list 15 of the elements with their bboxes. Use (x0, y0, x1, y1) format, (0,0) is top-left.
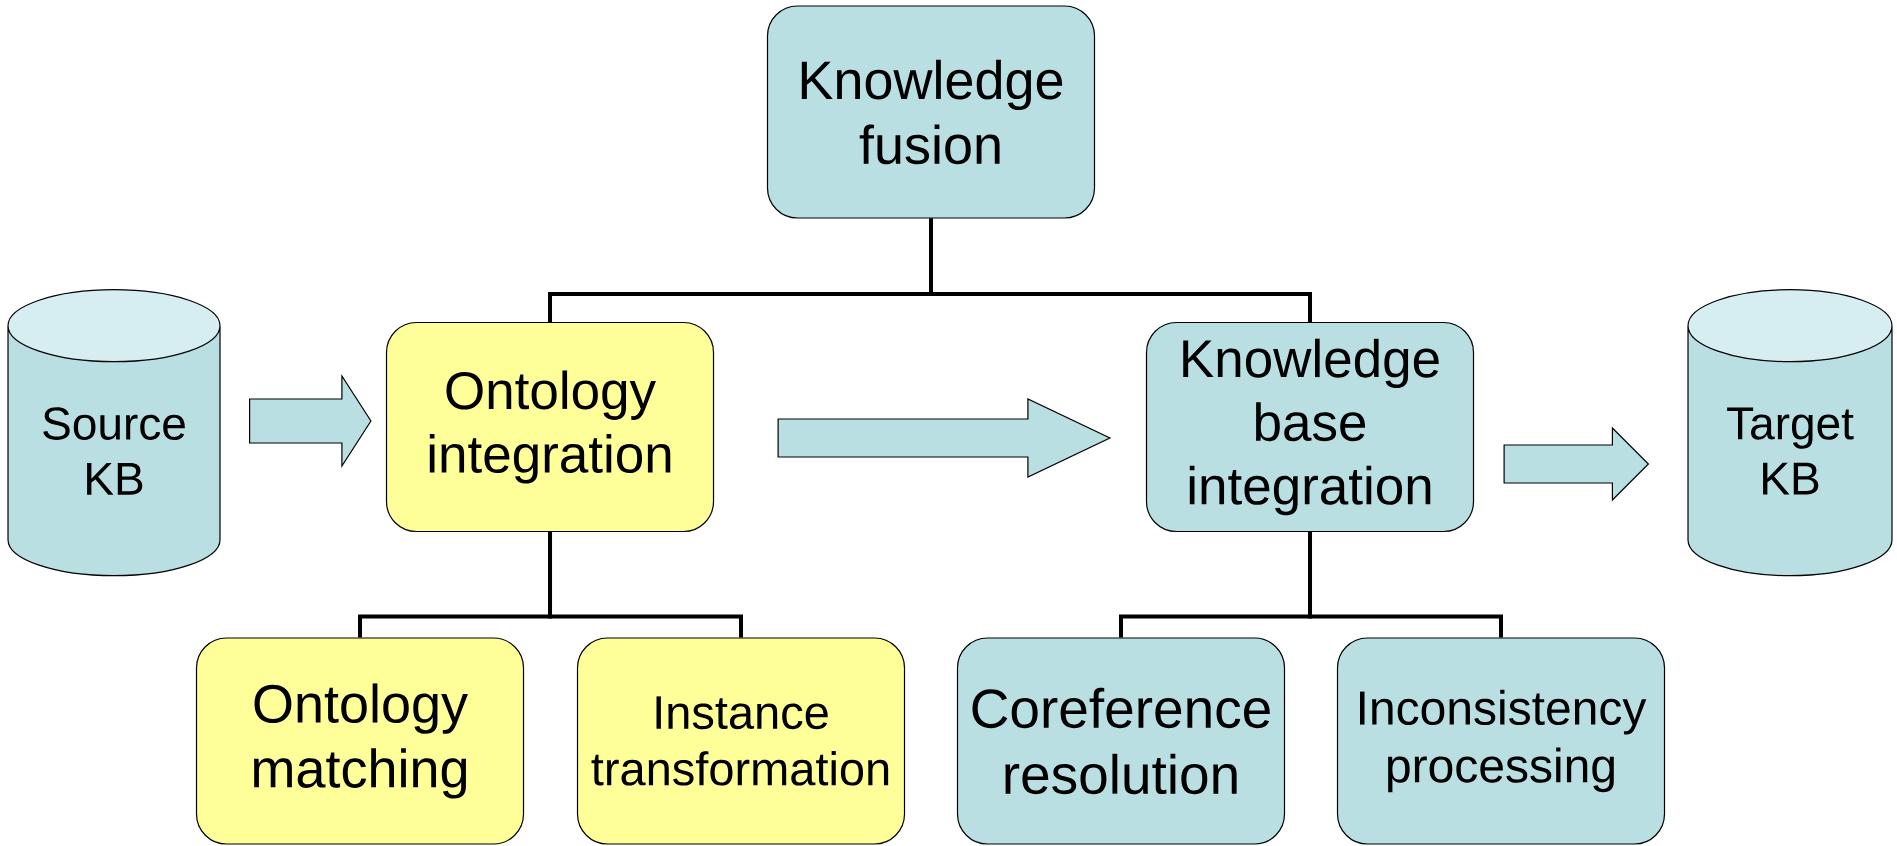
connector-line (548, 532, 743, 638)
database-cylinder: Target KB (1687, 289, 1893, 577)
process-box: Knowledge fusion (766, 5, 1096, 219)
database-cylinder: Source KB (7, 289, 221, 577)
block-arrow (777, 398, 1112, 478)
process-box: Ontology matching (195, 637, 525, 845)
block-arrow (1503, 426, 1650, 502)
block-arrow (249, 373, 372, 469)
process-box: Instance transformation (576, 637, 906, 845)
process-box: Inconsistency processing (1336, 637, 1666, 845)
process-box: Ontology integration (385, 321, 715, 533)
process-box: Coreference resolution (956, 637, 1286, 845)
process-box: Knowledge base integration (1145, 321, 1475, 533)
connector-line (1308, 532, 1503, 638)
connector-line (929, 218, 1312, 322)
